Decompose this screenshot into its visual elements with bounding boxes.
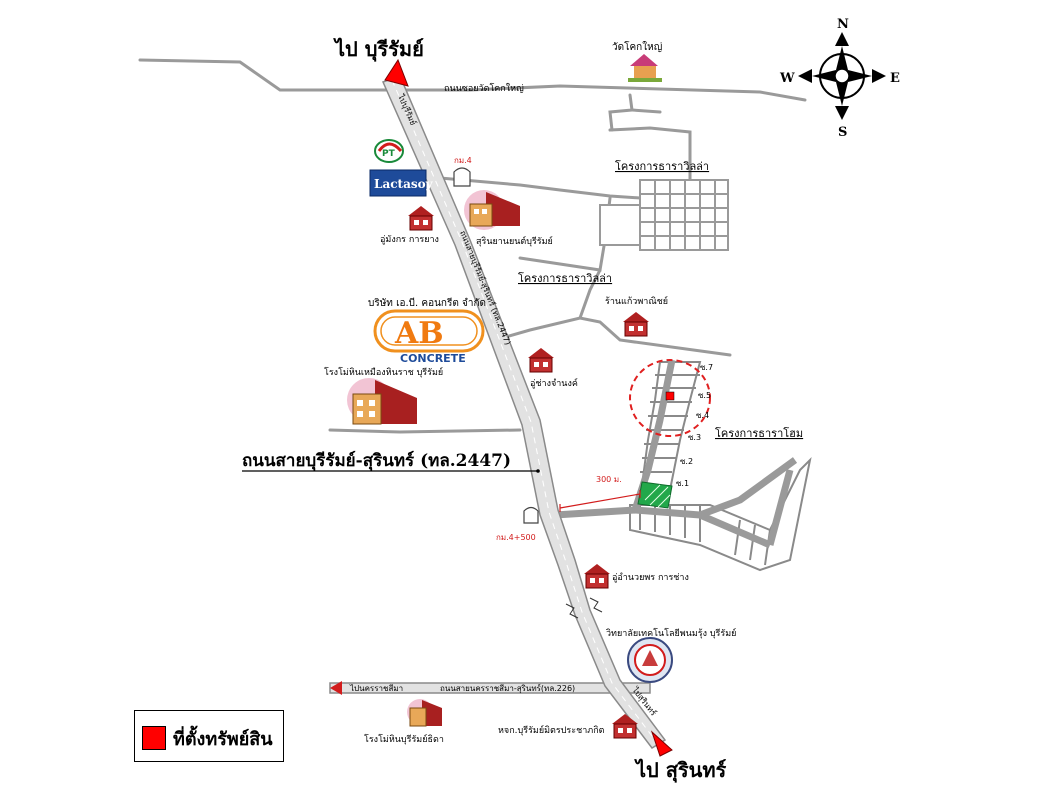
- main-road-label: ถนนสายบุรีรัมย์-สุรินทร์ (ทล.2447): [242, 450, 511, 471]
- compass-w: W: [779, 71, 795, 86]
- ab-concrete-logo: AB: [373, 309, 485, 353]
- shop-mangkon-label: อู่มังกร การยาง: [380, 235, 439, 245]
- km4-label: กม.4: [454, 156, 472, 165]
- arrow-to-surin: [650, 730, 673, 757]
- project-home-label: โครงการธาราโฮม: [715, 426, 803, 440]
- temple-label: วัดโคกใหญ่: [612, 40, 662, 53]
- km4500-label: กม.4+500: [496, 533, 536, 542]
- shop-house-icon-amnuay: [584, 564, 610, 589]
- property-plot: [637, 481, 673, 509]
- car-buriram-label: สุรินยานยนต์บุรีรัมย์: [476, 235, 553, 247]
- project-villa-1-label: โครงการธาราวิลล่า: [615, 159, 709, 173]
- legend-label: ที่ตั้งทรัพย์สิน: [173, 729, 273, 750]
- soi-2-label: ซ.2: [680, 457, 693, 466]
- soi-7-label: ซ.7: [700, 363, 713, 372]
- college-label: วิทยาลัยเทคโนโลยีพนมรุ้ง บุรีรัมย์: [606, 627, 736, 639]
- soi-1-label: ซ.1: [676, 479, 689, 488]
- shop-house-icon-chamnong: [528, 348, 554, 373]
- soi-3-label: ซ.3: [688, 433, 701, 442]
- temple-icon: [628, 54, 662, 82]
- shop-house-icon-mangkon: [408, 206, 434, 231]
- km4500-post-icon: [523, 506, 539, 524]
- distance-label: 300 ม.: [596, 475, 622, 484]
- compass-s: S: [838, 125, 847, 140]
- destination-north: ไป บุรีรัมย์: [333, 37, 424, 62]
- lactasoy-logo-text: Lactasoy: [374, 177, 434, 191]
- km4-post-icon: [453, 167, 471, 187]
- car-dealer-building-icon: [464, 190, 520, 230]
- main-road-label-dot: [536, 469, 540, 473]
- arrow-to-buriram: [384, 58, 409, 87]
- shop-chamnong-label: อู่ช่างจำนงค์: [530, 377, 578, 389]
- shop-house-icon-kaew: [623, 312, 649, 337]
- focus-circle: [629, 359, 711, 437]
- college-seal-icon: [627, 637, 673, 683]
- villa-blocks: [599, 179, 729, 251]
- ab-concrete-label: CONCRETE: [400, 352, 466, 365]
- stone-factory-building-icon: [347, 378, 417, 425]
- nakhon-road: [329, 681, 651, 695]
- shop-amnuay-label: อู่อำนวยพร การช่าง: [612, 572, 689, 583]
- ab-company-label: บริษัท เอ.บี. คอนกรีต จำกัด: [368, 297, 486, 309]
- legend-swatch: [142, 726, 166, 750]
- lactasoy-logo-icon: Lactasoy: [369, 169, 434, 197]
- stone-factory-label: โรงโม่หินเหมืองหินราช บุรีรัมย์: [324, 366, 443, 378]
- shop-kaew-label: ร้านแก้วพาณิชย์: [605, 295, 668, 307]
- ptt-logo-icon: PT: [374, 139, 404, 163]
- stone-factory-2-building-icon: [407, 699, 442, 727]
- legend: ที่ตั้งทรัพย์สิน: [134, 710, 284, 762]
- project-villa-2-label: โครงการธาราวิลล่า: [518, 271, 612, 285]
- property-marker: [665, 391, 675, 401]
- to-nakhon-label: ไปนครราชสีมา: [349, 684, 403, 693]
- nakhon-road-label: ถนนสายนครราชสีมา-สุรินทร์(ทล.226): [440, 683, 575, 693]
- ab-logo-text: AB: [394, 316, 444, 351]
- compass-e: E: [890, 71, 900, 86]
- destination-south: ไป สุรินทร์: [634, 758, 727, 783]
- main-road: [381, 75, 667, 749]
- soi-5-label: ซ.5: [698, 391, 711, 400]
- ptt-logo-text: PT: [382, 149, 396, 159]
- compass-rose: [798, 32, 886, 120]
- road-break: [565, 597, 603, 619]
- plot-hatch: [644, 484, 671, 508]
- soi-4-label: ซ.4: [696, 411, 709, 420]
- compass-n: N: [837, 17, 849, 32]
- stone-factory-2-label: โรงโม่หินบุรีรัมย์ธิดา: [364, 733, 444, 745]
- shop-house-icon-partnership: [612, 714, 638, 739]
- distance-line: [559, 490, 641, 512]
- top-soi-label: ถนนซอยวัดโคกใหญ่: [444, 83, 524, 94]
- partnership-label: หจก.บุรีรัมย์มิตรประชาภกิต: [498, 724, 605, 736]
